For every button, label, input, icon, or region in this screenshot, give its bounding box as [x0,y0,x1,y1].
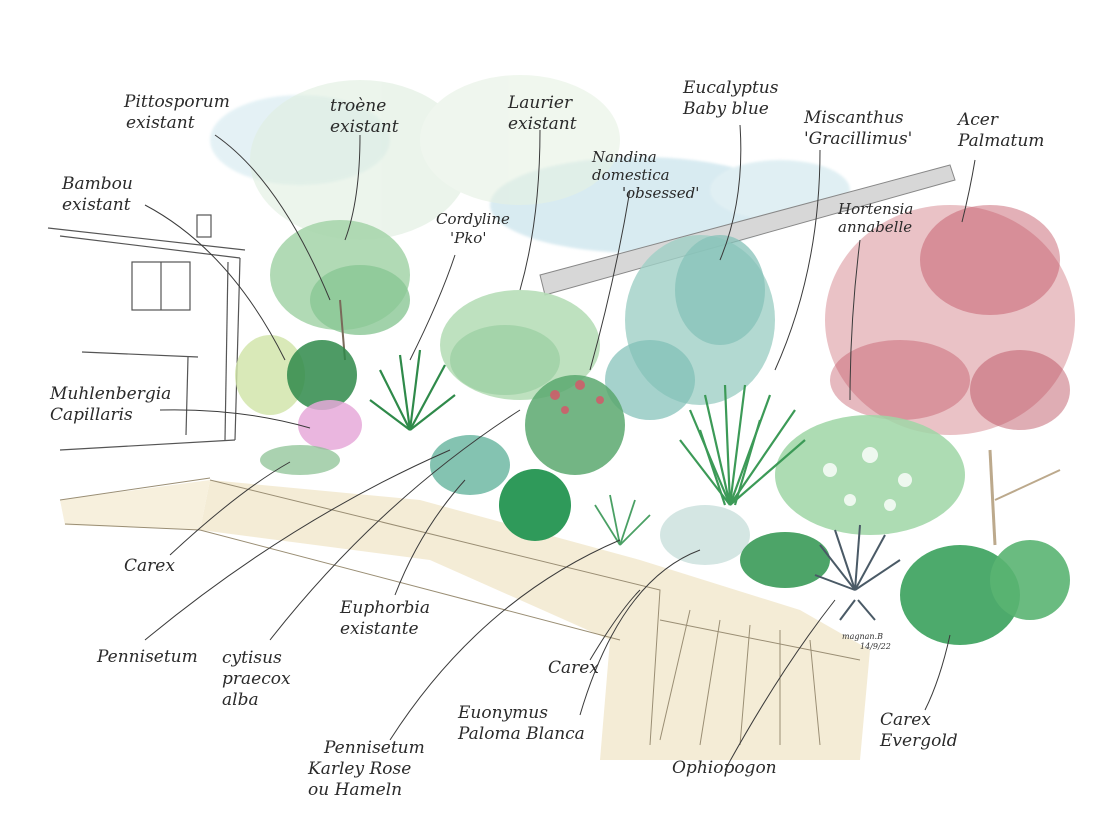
artist-signature: magnan.B 14/9/22 [842,632,891,651]
eucalyptus-shrub [605,235,775,420]
label-muhlenbergia: Muhlenbergia Capillaris [50,384,172,425]
house [47,214,246,451]
pennisetum-grass [594,494,651,546]
label-nandina: Nandina domestica 'obsessed' [592,148,700,202]
euonymus-plant [660,505,750,565]
label-pittosporum: Pittosporum existant [124,92,230,133]
leader-lines [144,124,976,771]
label-miscanthus: Miscanthus 'Gracillimus' [804,108,913,149]
label-hortensia: Hortensia annabelle [838,200,914,236]
laurier-shrub [440,290,600,400]
cordyline-plant [369,349,456,431]
label-pennisetum: Pennisetum [97,647,198,667]
label-ophiopogon: Ophiopogon [672,758,777,778]
acer-palmatum-tree [825,205,1075,546]
label-bambou: Bambou existant [62,174,133,215]
carex-left-grass [260,445,340,475]
label-laurier: Laurier existant [508,93,577,134]
label-acer: Acer Palmatum [958,110,1045,151]
label-carex-mid: Carex [548,658,599,678]
miscanthus-grass [679,384,806,506]
ophiopogon-grass [814,524,901,621]
background-trees [250,75,620,240]
bambou-shrub [235,335,357,415]
label-pennisetum-karley: Pennisetum Karley Rose ou Hameln [308,738,425,800]
label-cytisus: cytisus praecox alba [222,648,291,710]
carex-mid-grass [740,532,830,588]
label-eucalyptus: Eucalyptus Baby blue [683,78,779,119]
label-cordyline: Cordyline 'Pko' [436,210,510,247]
pittosporum-shrub [270,220,410,361]
hortensia-shrub [775,415,965,535]
carex-evergold-grass [900,540,1070,645]
label-euphorbia: Euphorbia existante [340,598,431,639]
label-euonymus: Euonymus Paloma Blanca [458,703,585,744]
round-shrub [499,469,571,541]
paving [59,477,870,760]
label-carex-left: Carex [124,556,175,576]
label-carex-evergold: Carex Evergold [880,710,958,751]
nandina-shrub [525,375,625,475]
label-troene: troène existant [330,96,399,137]
fence [539,164,956,296]
muhlenbergia-plant [298,400,362,450]
